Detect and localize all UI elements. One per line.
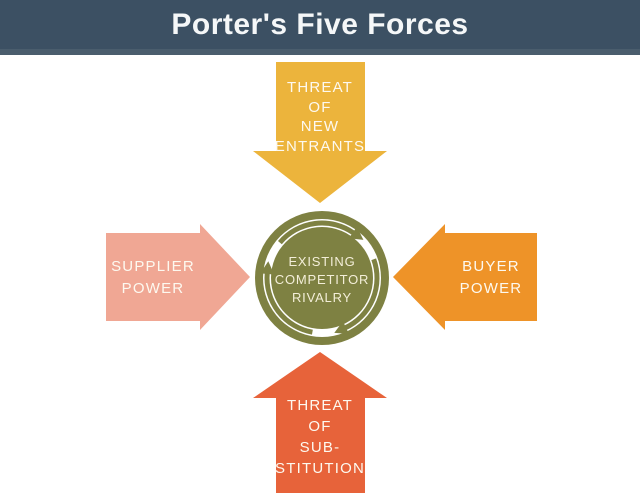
center-circle-emblem [255,211,389,345]
label-supplier-power: SUPPLIER POWER [111,258,195,297]
arrow-threat-of-substitution [253,352,387,493]
arrow-buyer-power [393,224,537,330]
page-title: Porter's Five Forces [171,8,469,41]
rotation-arc [264,272,313,335]
arrow-threat-of-new-entrants [253,62,387,203]
label-existing-competitor-rivalry: EXISTING COMPETITOR RIVALRY [274,254,370,305]
arrow-supplier-power [106,224,250,330]
rotation-arrowhead [334,321,349,334]
rotation-arrow-icon [277,220,364,245]
rotation-arc [277,220,356,245]
title-bar: Porter's Five Forces [0,0,640,55]
label-buyer-power: BUYER POWER [459,258,523,297]
rotation-arrow-icon [334,258,380,334]
emblem-inner-disc [271,227,373,329]
rotation-arc [344,258,380,331]
rotation-arrowhead [348,226,364,240]
label-threat-of-new-entrants: THREAT OF NEW ENTRANTS [274,79,366,155]
label-threat-of-substitution: THREAT OF SUB- STITUTION [275,397,365,477]
rotation-arrow-icon [260,261,313,335]
rotation-arrowhead [260,261,275,275]
